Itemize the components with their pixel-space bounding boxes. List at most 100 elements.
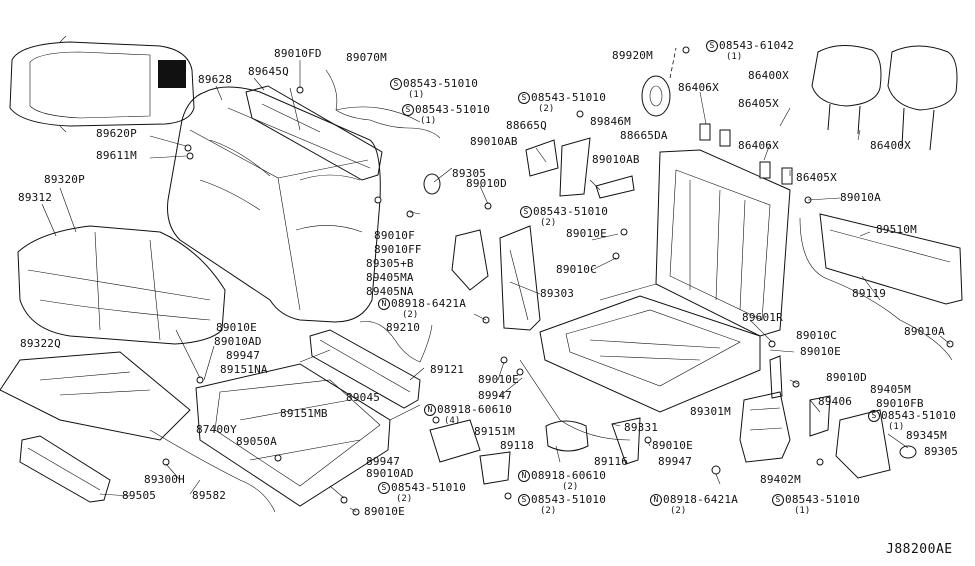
part-label: 86406X [678, 81, 719, 94]
part-label: 89010D [826, 371, 867, 384]
part-label: 89305 [924, 445, 959, 458]
part-qty: (1) [420, 116, 437, 126]
part-label: 89010E [652, 439, 693, 452]
part-label: 86406X [738, 139, 779, 152]
part-label: 89582 [192, 489, 227, 502]
clip-89305 [899, 445, 917, 459]
striker-89331 [611, 417, 641, 465]
seat-back-frame-right [599, 149, 791, 337]
part-qty: (1) [794, 506, 811, 516]
cable-lower [519, 359, 631, 441]
cover-89405ma [451, 229, 489, 291]
part-label: 89505 [122, 489, 157, 502]
part-label: 87400Y [196, 423, 237, 436]
part-qty: (2) [540, 506, 557, 516]
part-label: 89010FB [876, 397, 924, 410]
leader-lines [41, 60, 951, 513]
part-label: 89305+B [366, 257, 414, 270]
part-label: 89010C [556, 263, 597, 276]
headrest-guides [699, 123, 793, 185]
seat-back-cushion [167, 86, 381, 323]
seat-back-panel [245, 85, 383, 181]
side-trim [19, 435, 111, 503]
lock-assembly [739, 355, 791, 463]
part-label: 89303 [540, 287, 575, 300]
bracket-89151m [429, 419, 481, 463]
seat-cushion-frame [539, 295, 761, 413]
part-label: 89010AB [470, 135, 518, 148]
cable-89582 [149, 429, 276, 513]
part-label: 86400X [748, 69, 789, 82]
cushion-89116 [545, 420, 589, 452]
part-label: 89010C [796, 329, 837, 342]
part-label: 89322Q [20, 337, 61, 350]
harness-89070m [325, 69, 441, 139]
part-qty: (1) [888, 422, 905, 432]
part-label: 89151M [474, 425, 515, 438]
part-label: 89510M [876, 223, 917, 236]
part-label: 89628 [198, 73, 233, 86]
back-board [819, 213, 963, 305]
part-label: 89920M [612, 49, 653, 62]
bracket-89121 [309, 329, 421, 409]
part-label: 89010AD [214, 335, 262, 348]
part-label: 89405MA [366, 271, 414, 284]
part-qty: (2) [538, 104, 555, 114]
part-label: 89118 [500, 439, 535, 452]
part-label: 89010FF [374, 243, 422, 256]
part-label: 88665Q [506, 119, 547, 132]
part-label: 89947 [478, 389, 513, 402]
bracket-88665q [525, 139, 559, 177]
part-label: 89010AD [366, 467, 414, 480]
part-qty: (2) [670, 506, 687, 516]
part-label: 89121 [430, 363, 465, 376]
recliner-knob [641, 47, 677, 117]
part-label: 89645Q [248, 65, 289, 78]
part-label: 89320P [44, 173, 85, 186]
seat-frame-left [195, 349, 421, 507]
part-label: 89010E [800, 345, 841, 358]
bracket-88665da [595, 175, 635, 199]
headrest-left [811, 45, 882, 135]
part-label: 89045 [346, 391, 381, 404]
drawing-code: J88200AE [886, 542, 953, 557]
part-label: 89010A [904, 325, 945, 338]
part-label: 89010F [374, 229, 415, 242]
part-label: 86405X [796, 171, 837, 184]
part-label: 89620P [96, 127, 137, 140]
part-qty: (2) [396, 494, 413, 504]
harness-89210 [359, 321, 433, 363]
part-label: 89010E [478, 373, 519, 386]
part-label: 89010A [840, 191, 881, 204]
part-label: 89010FD [274, 47, 322, 60]
part-label: 89947 [658, 455, 693, 468]
headrest-right [887, 45, 958, 151]
part-label: 89151MB [280, 407, 328, 420]
part-label: 89010D [466, 177, 507, 190]
part-label: 89405M [870, 383, 911, 396]
part-qty: (1) [726, 52, 743, 62]
bracket-89846m [559, 137, 591, 197]
part-qty: (2) [562, 482, 579, 492]
part-label: 89010E [216, 321, 257, 334]
part-label: 89312 [18, 191, 53, 204]
part-qty: (4) [444, 416, 461, 426]
vehicle-locator-icon [9, 35, 195, 133]
part-label: 89300H [144, 473, 185, 486]
bracket-89118 [479, 451, 511, 485]
part-label: 89301M [690, 405, 731, 418]
part-qty: (1) [408, 90, 425, 100]
seat-cushion [17, 225, 226, 345]
part-label: 88665DA [620, 129, 668, 142]
part-qty: (2) [540, 218, 557, 228]
